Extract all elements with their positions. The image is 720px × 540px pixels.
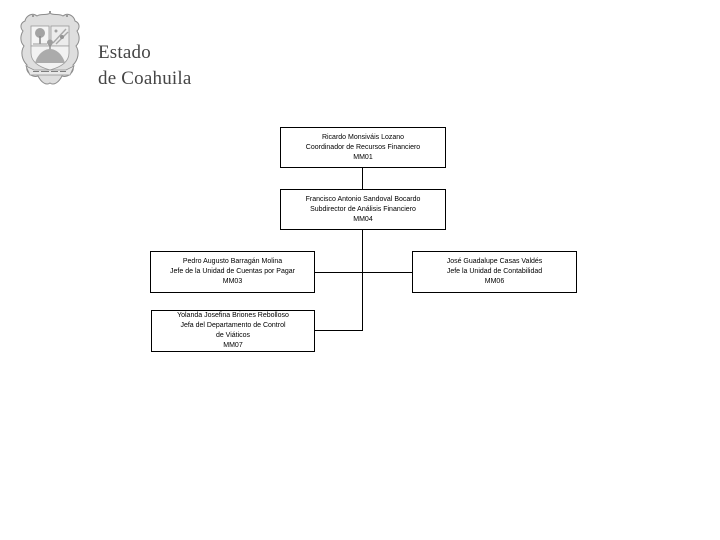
position-code: MM01 xyxy=(353,153,373,161)
person-title-line2: de Viáticos xyxy=(215,332,251,339)
connector-mm03-mm06 xyxy=(315,272,412,273)
connector-trunk xyxy=(362,230,363,331)
logo-title-line2: de Coahuila xyxy=(98,68,192,89)
logo-title: Estado de Coahuila xyxy=(98,40,191,92)
logo-title-line1: Estado xyxy=(98,42,151,63)
person-title: Jefa del Departamento de Control xyxy=(180,322,286,329)
person-title: Jefe de la Unidad de Cuentas por Pagar xyxy=(170,268,295,275)
position-code: MM03 xyxy=(222,278,243,285)
position-code: MM07 xyxy=(223,342,243,349)
state-logo: Estado de Coahuila xyxy=(18,10,191,92)
person-name: José Guadalupe Casas Valdés xyxy=(446,258,543,265)
connector-mm07-trunk xyxy=(315,330,362,331)
person-title: Coordinador de Recursos Financiero xyxy=(305,143,421,151)
person-title: Subdirector de Análisis Financiero xyxy=(310,205,416,213)
org-node-mm07: Yolanda Josefina Briones Rebolloso Jefa … xyxy=(151,310,315,352)
position-code: MM06 xyxy=(484,278,505,285)
coahuila-coat-of-arms-icon xyxy=(20,11,80,85)
org-node-mm03: Pedro Augusto Barragán Molina Jefe de la… xyxy=(150,251,315,293)
org-node-mm04: Francisco Antonio Sandoval Bocardo Subdi… xyxy=(280,189,446,230)
org-node-mm06: José Guadalupe Casas Valdés Jefe la Unid… xyxy=(412,251,577,293)
connector-mm01-mm04 xyxy=(362,168,363,189)
person-name: Francisco Antonio Sandoval Bocardo xyxy=(305,195,421,203)
person-name: Pedro Augusto Barragán Molina xyxy=(182,258,283,265)
org-node-mm01: Ricardo Monsiváis Lozano Coordinador de … xyxy=(280,127,446,168)
person-title: Jefe la Unidad de Contabilidad xyxy=(446,268,543,275)
position-code: MM04 xyxy=(353,215,373,223)
person-name: Ricardo Monsiváis Lozano xyxy=(321,133,405,141)
person-name: Yolanda Josefina Briones Rebolloso xyxy=(177,312,289,319)
